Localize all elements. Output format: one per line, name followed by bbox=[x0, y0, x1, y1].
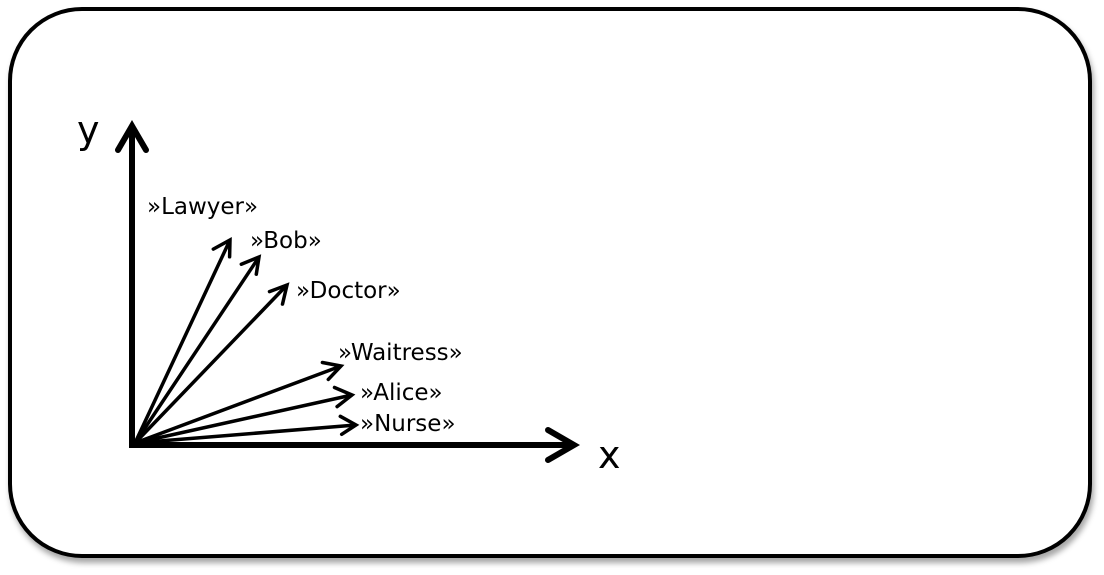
vector-doctor-label: »Doctor» bbox=[296, 278, 401, 304]
vector-bob-label: »Bob» bbox=[250, 228, 322, 254]
vector-lawyer-line bbox=[133, 239, 232, 444]
vector-nurse: »Nurse» bbox=[134, 411, 456, 445]
vector-nurse-line bbox=[134, 423, 357, 445]
vector-lawyer: »Lawyer» bbox=[133, 194, 258, 444]
vector-nurse-arrowhead bbox=[338, 414, 360, 437]
vector-nurse-label: »Nurse» bbox=[360, 411, 456, 437]
vector-bob: »Bob» bbox=[133, 228, 322, 444]
diagram-frame bbox=[8, 7, 1092, 558]
x-axis-label: x bbox=[598, 433, 621, 477]
vector-alice-label: »Alice» bbox=[360, 380, 443, 406]
vector-waitress-label: »Waitress» bbox=[338, 340, 463, 366]
vector-bob-line bbox=[133, 256, 261, 444]
y-axis-label: y bbox=[77, 108, 100, 152]
vector-waitress: »Waitress» bbox=[134, 340, 463, 445]
vector-waitress-line bbox=[134, 364, 342, 445]
vector-doctor-arrowhead bbox=[267, 282, 290, 306]
vector-waitress-arrowhead bbox=[320, 360, 345, 382]
vector-bob-arrowhead bbox=[239, 254, 262, 276]
vector-doctor: »Doctor» bbox=[133, 278, 401, 445]
vector-alice-arrowhead bbox=[332, 385, 356, 409]
vector-alice-line bbox=[134, 393, 353, 445]
vector-doctor-line bbox=[133, 283, 289, 445]
vector-alice: »Alice» bbox=[134, 380, 443, 445]
y-axis-arrowhead bbox=[115, 120, 149, 153]
vector-lawyer-label: »Lawyer» bbox=[147, 194, 258, 220]
x-axis-arrowhead bbox=[545, 427, 581, 463]
vector-lawyer-arrowhead bbox=[211, 237, 232, 259]
